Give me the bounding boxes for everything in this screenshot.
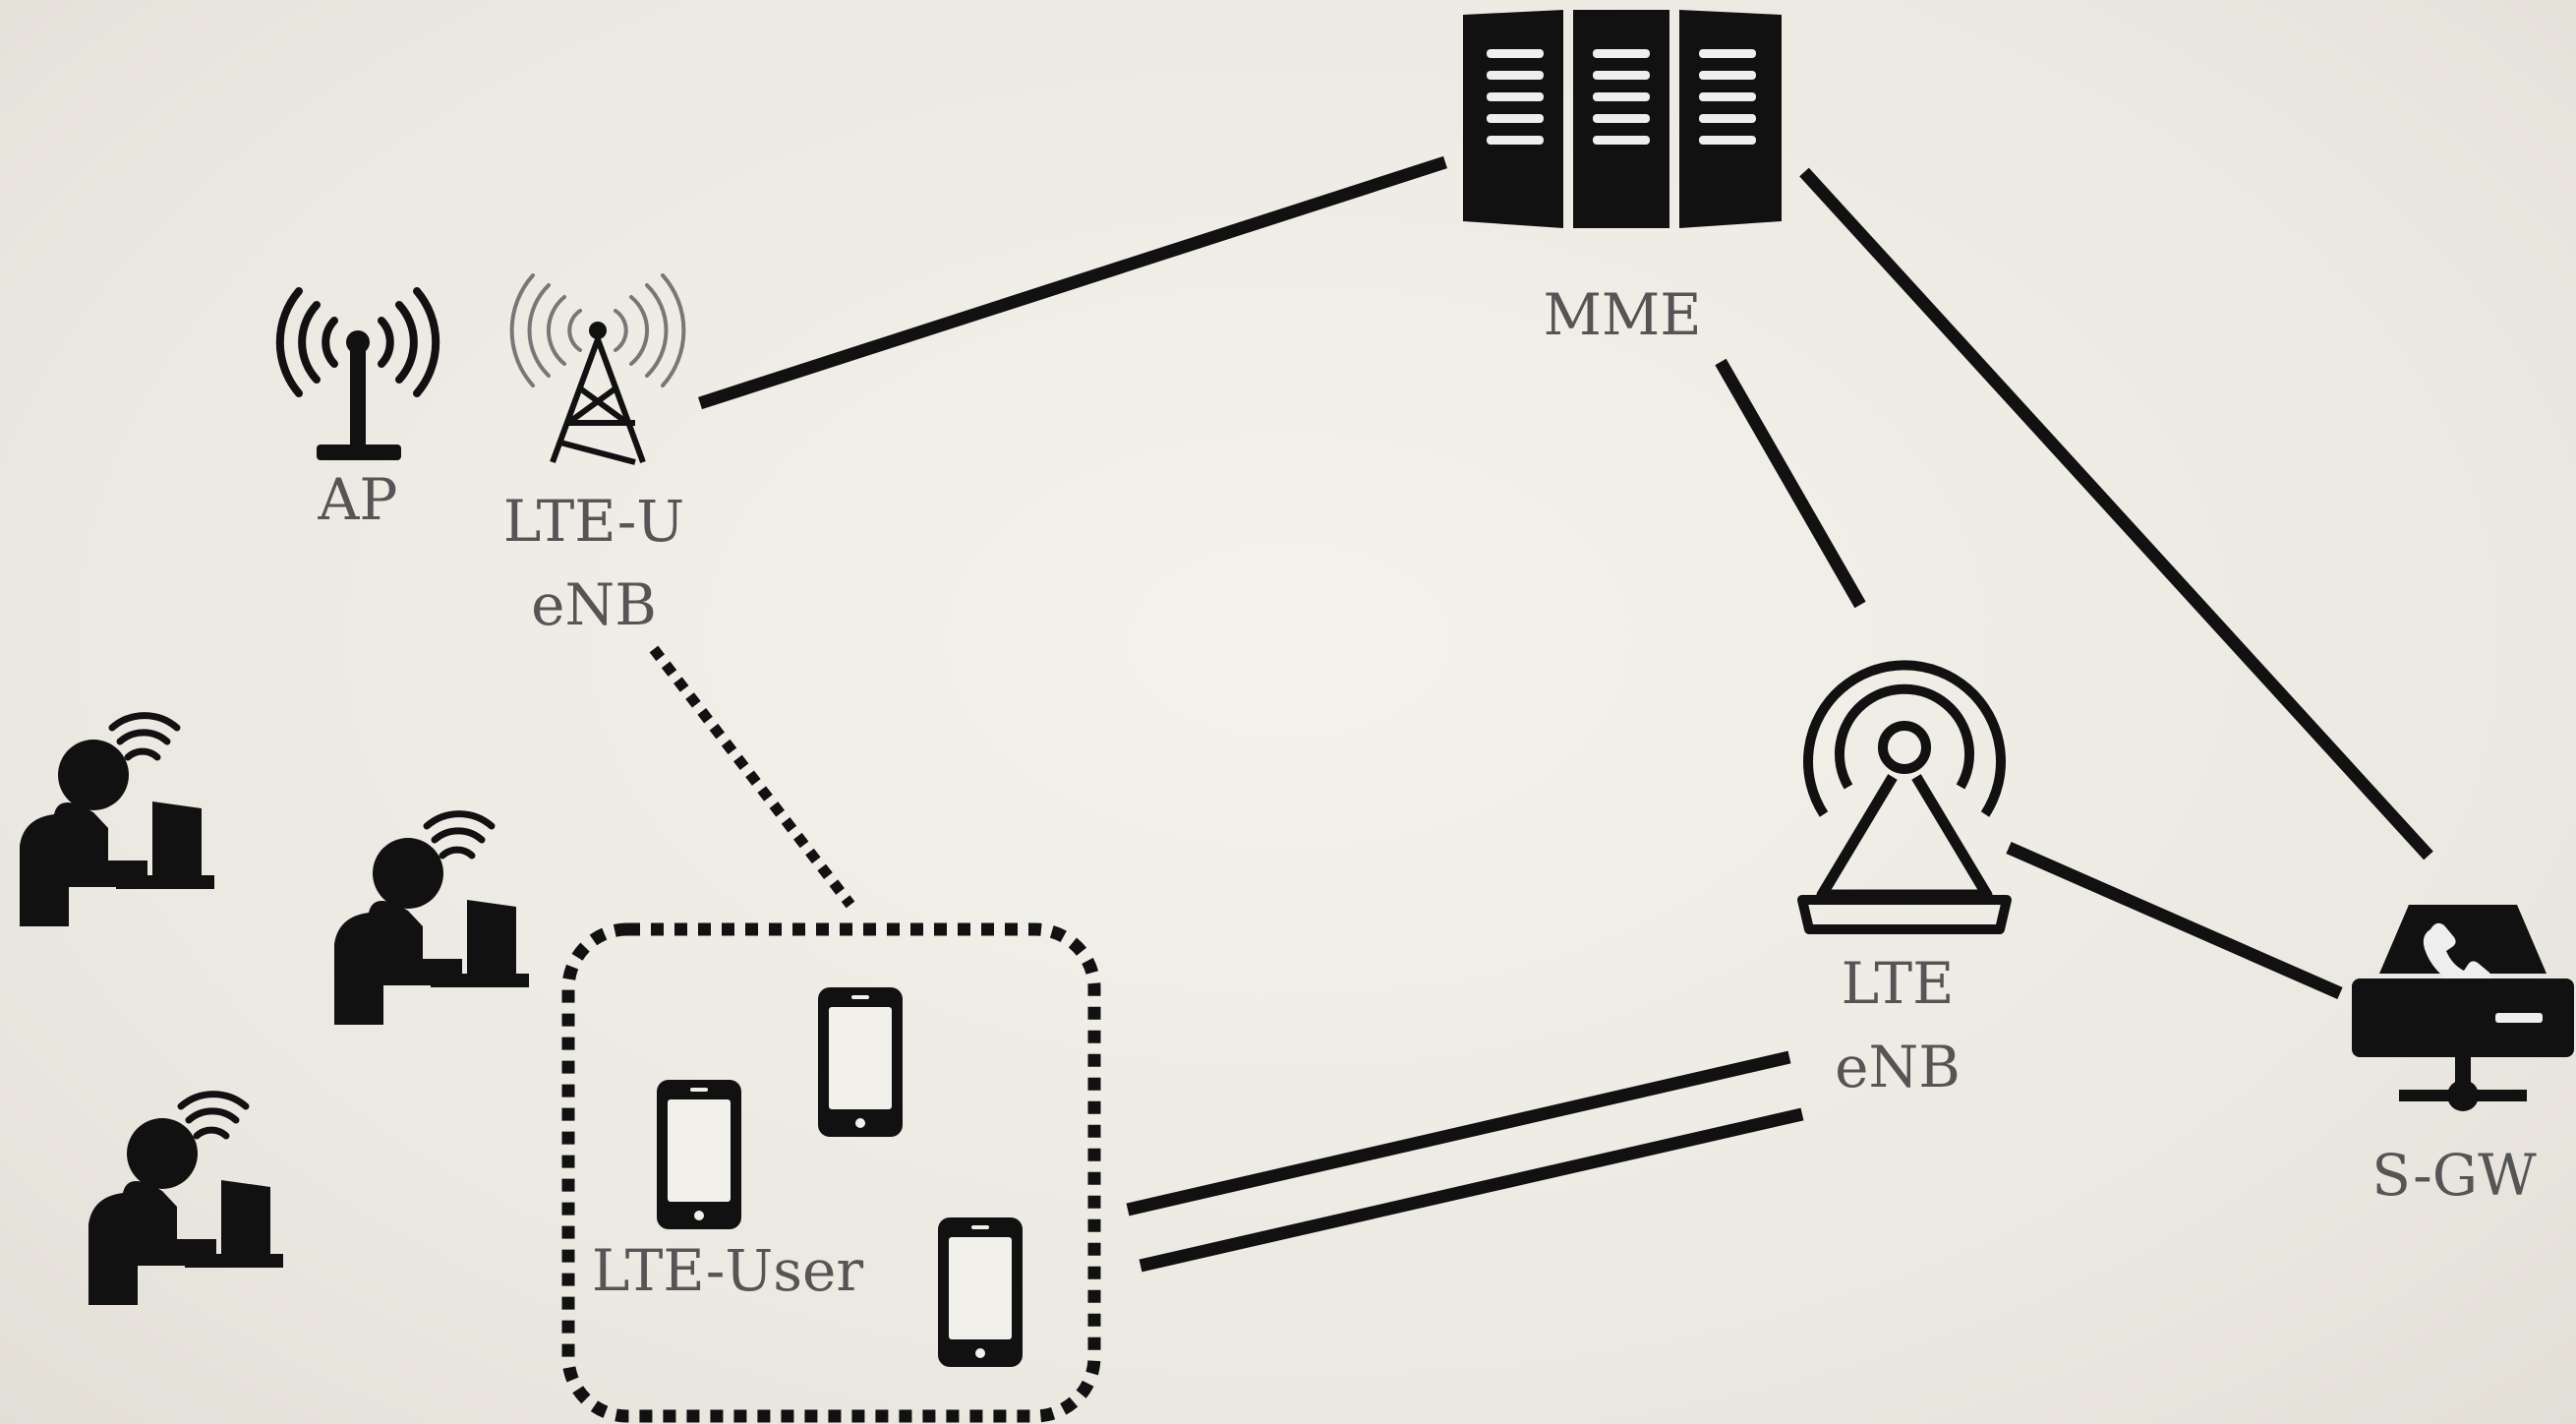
wifi-antenna-icon <box>275 287 440 460</box>
lte-enb-label-line2: eNB <box>1835 1034 1961 1100</box>
wifi-user-icon-1 <box>20 716 214 926</box>
mme-label: MME <box>1543 281 1701 348</box>
lte-u-label-line2: eNB <box>531 571 657 638</box>
link-users-lte-enb-b <box>1139 1107 1804 1273</box>
connections <box>698 155 2433 1273</box>
lte-user-label: LTE-User <box>592 1237 863 1304</box>
link-mme-lte-enb <box>1715 358 1866 609</box>
wifi-user-icon-2 <box>334 814 529 1025</box>
smartphone-icon-1 <box>657 1080 741 1229</box>
wifi-user-icon-3 <box>88 1095 283 1305</box>
broadcast-tower-icon <box>1797 660 2012 934</box>
link-lteu-users-dotted <box>649 645 855 909</box>
lte-user-group <box>561 922 1101 1423</box>
lte-u-label-line1: LTE-U <box>503 488 684 555</box>
sgw-label: S-GW <box>2371 1142 2537 1209</box>
link-users-lte-enb-a <box>1126 1050 1791 1216</box>
smartphone-icon-2 <box>818 987 903 1137</box>
link-mme-sgw <box>1799 167 2433 860</box>
link-lte-enb-sgw <box>2006 842 2343 999</box>
server-rack-icon <box>1463 10 1782 228</box>
smartphone-icon-3 <box>938 1217 1023 1367</box>
ap-label: AP <box>318 466 398 533</box>
lte-enb-label-line1: LTE <box>1842 950 1955 1017</box>
link-lteu-mme <box>698 155 1447 410</box>
cell-tower-icon <box>509 273 686 465</box>
voip-server-icon <box>2352 905 2574 1111</box>
